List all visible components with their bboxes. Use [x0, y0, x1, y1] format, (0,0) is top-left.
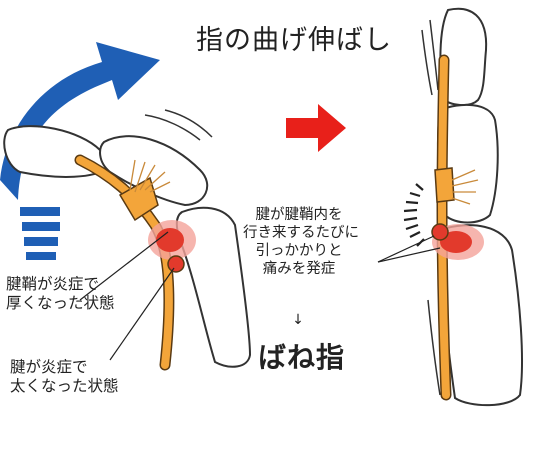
snap-arc-icon — [403, 183, 425, 247]
bend-arrow-dash-3 — [24, 237, 58, 246]
left-ligament-fibers — [129, 159, 171, 193]
pointer-line-upper — [377, 235, 435, 263]
leader-line-tendon — [109, 267, 175, 361]
left-tendon — [74, 154, 175, 371]
explanation-line3: 引っかかりと — [255, 243, 343, 260]
label-thickened-sheath: 腱鞘が炎症で 厚くなった状態 — [6, 275, 115, 314]
bend-arrow-dash-2 — [22, 222, 60, 231]
left-inflammation — [148, 220, 196, 273]
left-middle-bone — [99, 135, 209, 207]
leader-line-sheath — [79, 231, 169, 301]
bend-arrow-dash-4 — [26, 252, 56, 260]
right-finger-bones — [436, 7, 523, 407]
result-term: ばね指 — [258, 341, 346, 374]
right-tendon-nodule — [431, 223, 449, 241]
right-motion-lines — [421, 19, 441, 396]
bend-arrow-icon — [0, 42, 160, 260]
explanation-line2: 行き来するたびに — [243, 225, 359, 242]
page-title: 指の曲げ伸ばし — [196, 25, 392, 56]
pointer-line-lower — [377, 247, 441, 263]
label-sheath-line2: 厚くなった状態 — [6, 294, 115, 313]
left-finger-bones — [3, 125, 252, 368]
explanation-line1: 腱が腱鞘内を — [255, 207, 343, 223]
label-tendon-line2: 太くなった状態 — [10, 377, 119, 396]
right-inflammation — [431, 223, 484, 260]
right-arrow-icon — [286, 104, 346, 152]
left-motion-lines — [144, 109, 213, 141]
label-sheath-line1: 腱鞘が炎症で — [6, 275, 100, 293]
explanation-line4: 痛みを発症 — [262, 261, 336, 278]
label-thickened-tendon: 腱が炎症で 太くなった状態 — [10, 358, 119, 397]
bend-arrow-dash-1 — [20, 207, 60, 216]
label-tendon-line1: 腱が炎症で — [10, 358, 88, 376]
bend-arrow-shaft — [0, 42, 160, 200]
down-arrow-icon: ↓ — [292, 312, 304, 328]
explanation-text: 腱が腱鞘内を 行き来するたびに 引っかかりと 痛みを発症 — [243, 206, 359, 279]
right-ligament-fibers — [451, 169, 479, 205]
left-tendon-nodule — [167, 255, 185, 273]
right-tendon — [434, 54, 455, 401]
